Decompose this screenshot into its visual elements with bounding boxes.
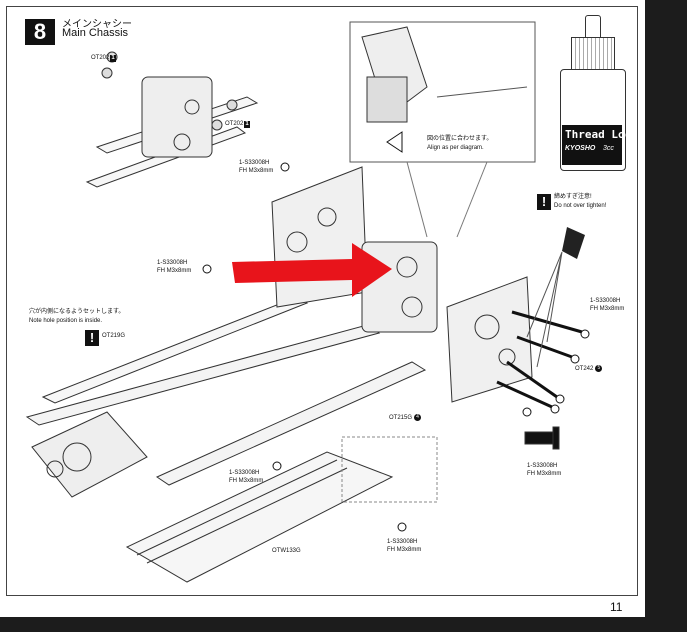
step-number-badge: 8 (25, 19, 55, 45)
page-number: 11 (610, 600, 623, 614)
applicator-tip (562, 227, 585, 259)
assembly-illustration (25, 21, 590, 583)
hole-note-icon: ! (85, 330, 99, 346)
side-rail-mid (41, 296, 309, 404)
short-screws (202, 162, 532, 532)
step-frame: 8 メインシャシー Main Chassis 図の位置に合わせます。 Align… (6, 6, 638, 596)
caution-en: Do not over tighten! (554, 203, 607, 209)
hole-note-jp: 穴が内側になるようセットします。 (29, 309, 125, 315)
side-rail-left (25, 324, 381, 426)
caution-icon: ! (537, 194, 551, 210)
front-gearbox (31, 411, 148, 498)
bottom-margin-bar (0, 617, 687, 632)
hole-note-en: Note hole position is inside. (29, 318, 103, 324)
lower-tray (125, 451, 394, 583)
thread-lock-bottle: Thread Lock KYOSHO 3cc (555, 15, 638, 175)
title-jp: メインシャシー (62, 19, 132, 30)
right-chassis-plate (446, 276, 533, 403)
detail-note-jp: 図の位置に合わせます。 (427, 136, 493, 142)
right-margin-bar (645, 0, 687, 632)
center-gearbox (361, 241, 438, 333)
bottle-brand: KYOSHO (565, 145, 596, 152)
caution-jp: 締めすぎ注意! (554, 194, 592, 200)
red-direction-arrow (232, 243, 392, 297)
part-ot219g: OT219G (102, 333, 126, 339)
screw-icon (524, 431, 554, 445)
bottle-label: Thread Lock (565, 128, 638, 141)
side-rail-lower (155, 361, 427, 486)
title-en: Main Chassis (62, 27, 129, 39)
part-otw133g: OTW133G (272, 548, 301, 554)
detail-note-en: Align as per diagram. (427, 145, 484, 151)
guide-box (341, 436, 438, 503)
upper-gearbox (141, 76, 213, 158)
bottle-volume: 3cc (603, 145, 614, 152)
